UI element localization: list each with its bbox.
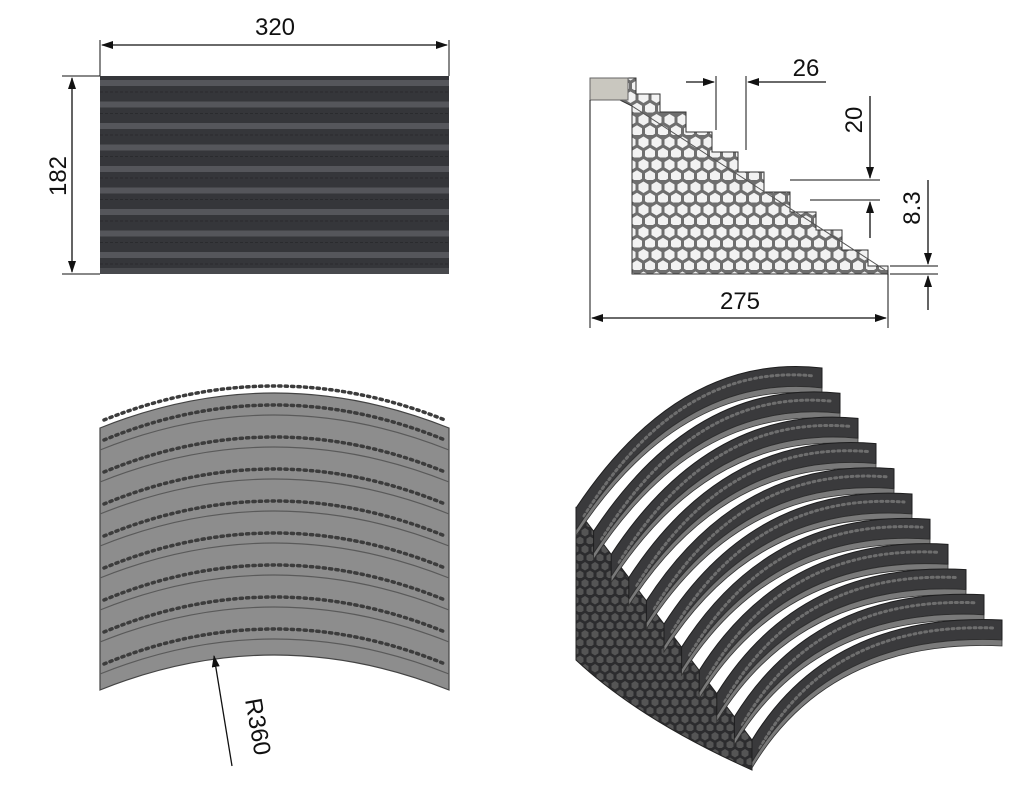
tread-depth-label: 26 bbox=[793, 55, 820, 82]
iso-riser bbox=[751, 639, 1003, 770]
iso-tread-holes bbox=[582, 373, 816, 518]
iso-tread-holes bbox=[670, 499, 906, 634]
tread-holes bbox=[102, 595, 447, 634]
tread-edge bbox=[99, 414, 450, 451]
top-ledge bbox=[589, 77, 629, 101]
iso-tread-holes bbox=[652, 474, 888, 611]
isometric-view bbox=[575, 366, 1003, 771]
top-rib bbox=[100, 230, 449, 237]
top-view: 320 182 bbox=[45, 14, 450, 275]
tread-edge bbox=[99, 478, 450, 515]
top-rib bbox=[100, 123, 449, 129]
tread-edge bbox=[99, 542, 450, 579]
radius-leader bbox=[211, 655, 233, 767]
top-edge bbox=[100, 268, 449, 274]
tread-holes bbox=[102, 499, 447, 538]
iso-tread-holes bbox=[705, 550, 942, 680]
iso-treads bbox=[575, 366, 1003, 770]
iso-tread-holes bbox=[688, 525, 924, 657]
iso-tread-holes bbox=[723, 575, 960, 704]
height-dimension-label: 182 bbox=[45, 156, 72, 196]
tread-thickness-label: 8.3 bbox=[899, 191, 926, 224]
tread-edge bbox=[99, 574, 450, 611]
top-rib bbox=[100, 187, 449, 194]
iso-tread-holes bbox=[758, 626, 996, 750]
tread-holes bbox=[102, 563, 447, 602]
plan-view: R360 bbox=[99, 384, 450, 767]
radius-label: R360 bbox=[239, 696, 276, 757]
tread-edge bbox=[99, 638, 450, 675]
top-rib bbox=[100, 166, 449, 172]
plan-view-treads bbox=[99, 384, 450, 675]
tread-holes bbox=[102, 384, 447, 422]
tread-holes bbox=[102, 435, 447, 474]
tread-edge bbox=[99, 510, 450, 547]
top-rib bbox=[100, 252, 449, 258]
tread-edge bbox=[99, 446, 450, 483]
tread-edge bbox=[99, 606, 450, 643]
tread-holes bbox=[102, 403, 447, 442]
width-dimension-label: 320 bbox=[255, 14, 295, 41]
iso-tread-holes bbox=[617, 424, 852, 564]
top-rib bbox=[100, 101, 449, 108]
top-rib bbox=[100, 144, 449, 151]
top-rib bbox=[100, 80, 449, 86]
depth-dimension-label: 275 bbox=[720, 288, 760, 315]
top-rib bbox=[100, 209, 449, 215]
iso-tread-holes bbox=[635, 449, 870, 588]
riser-height-label: 20 bbox=[841, 107, 868, 134]
iso-tread-holes bbox=[600, 398, 834, 541]
top-view-body bbox=[100, 76, 449, 274]
side-view: 26 20 8.3 275 bbox=[589, 55, 938, 328]
iso-tread-holes bbox=[740, 600, 978, 727]
tread-holes bbox=[102, 531, 447, 570]
tread-holes bbox=[102, 627, 447, 666]
top-view-ribs bbox=[100, 80, 449, 274]
tread-holes bbox=[102, 467, 447, 506]
